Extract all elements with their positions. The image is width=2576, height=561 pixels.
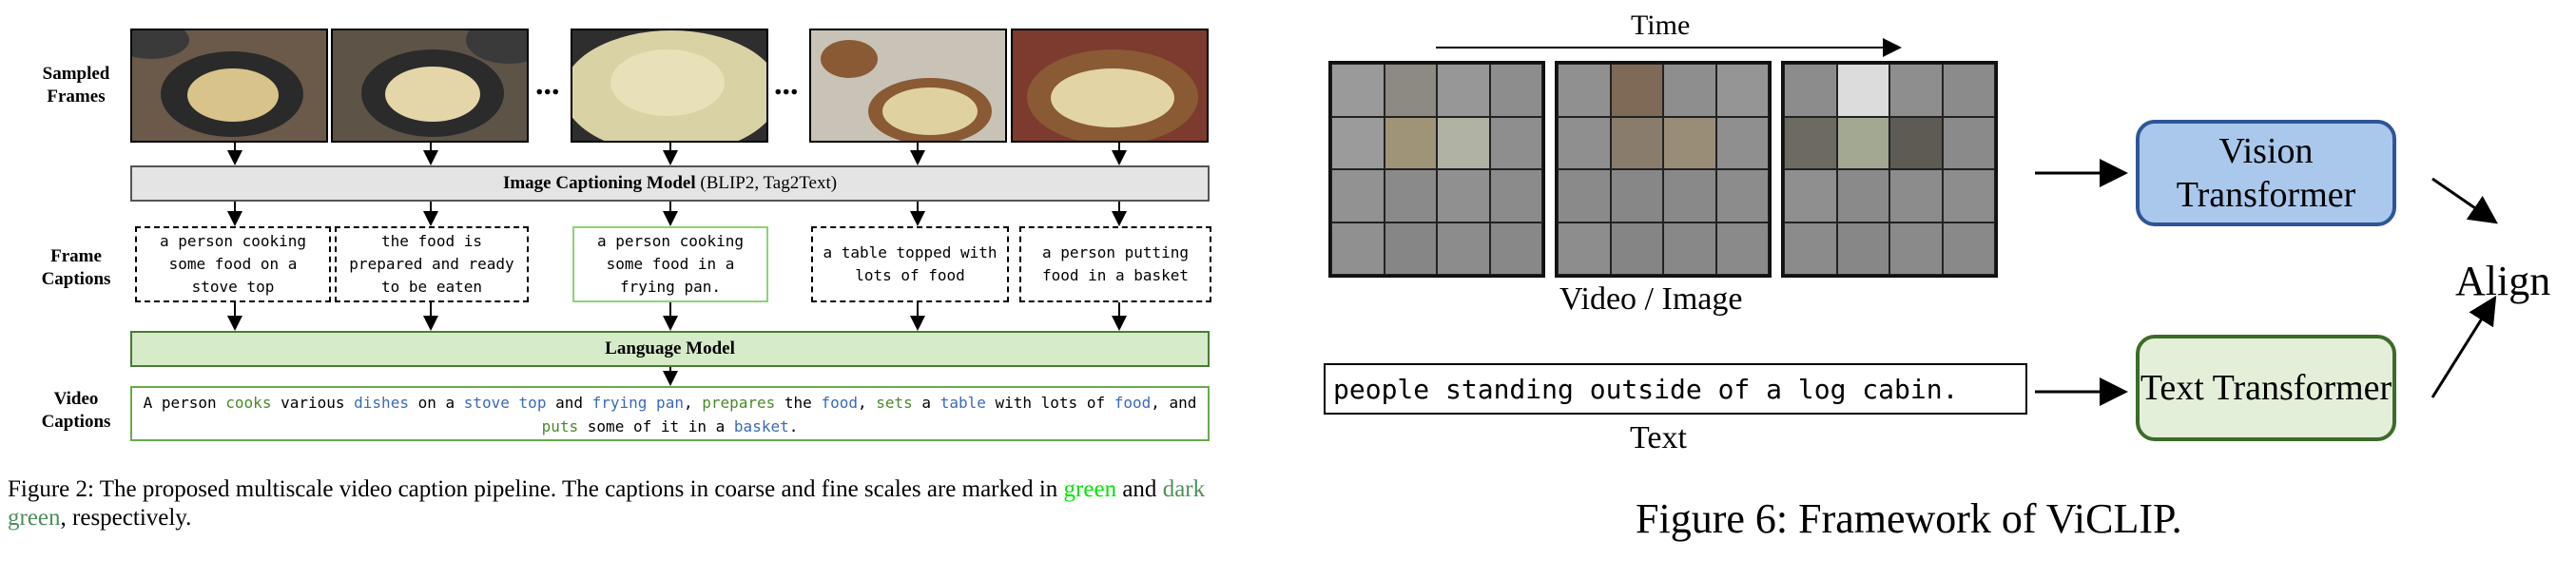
video-caption-segment: stove top <box>463 394 547 412</box>
video-caption-segment: puts <box>541 417 579 435</box>
video-caption-segment: food <box>821 394 858 412</box>
video-caption-segment: , <box>857 394 877 412</box>
sampled-frame-1 <box>130 29 328 143</box>
figure-2-caption: Figure 2: The proposed multiscale video … <box>8 475 1253 532</box>
figure-2-caption-green: green <box>1063 476 1117 502</box>
frames-ellipsis-1: ... <box>535 67 560 102</box>
frames-ellipsis-2: ... <box>774 67 799 102</box>
frame-captions-label: Frame Captions <box>41 246 111 289</box>
pipeline-arrows <box>227 143 1127 386</box>
video-caption-segment: some of it in a <box>578 417 734 435</box>
video-caption-segment: on a <box>408 394 464 412</box>
video-caption-segment: A person <box>143 394 226 412</box>
image-captioning-model-name: Image Captioning Model <box>502 173 696 193</box>
video-caption-segment: various <box>271 394 355 412</box>
video-caption-segment: , and <box>1151 394 1197 412</box>
text-transformer-box: Text Transformer <box>2136 335 2396 441</box>
image-captioning-model-detail: (BLIP2, Tag2Text) <box>700 173 838 193</box>
video-caption-segment: basket <box>733 417 789 435</box>
text-label: Text <box>1630 420 1687 455</box>
text-input-value: people standing outside of a log cabin. <box>1333 373 1959 405</box>
vision-transformer-label: Vision Transformer <box>2176 131 2356 215</box>
video-caption-segment: , <box>683 394 703 412</box>
sampled-frame-5 <box>1011 29 1209 143</box>
framework-arrows <box>2035 159 2498 406</box>
video-clip-1 <box>1328 61 1545 278</box>
video-caption-segment: a <box>912 394 940 412</box>
language-model-bar: Language Model <box>130 331 1210 367</box>
language-model-name: Language Model <box>605 339 735 358</box>
frame-caption-5: a person putting food in a basket <box>1019 226 1211 302</box>
video-caption-segment: food <box>1114 394 1152 412</box>
figure-2-caption-end: , respectively. <box>60 505 192 531</box>
video-captions-label: Video Captions <box>41 389 111 432</box>
time-arrow <box>1436 38 1902 57</box>
video-caption-segment: dishes <box>354 394 409 412</box>
video-caption-segment: prepares <box>702 394 776 412</box>
text-transformer-label: Text Transformer <box>2140 368 2392 408</box>
video-caption: A person cooks various dishes on a stove… <box>130 386 1210 441</box>
sampled-frame-2 <box>331 29 529 143</box>
video-clip-2 <box>1555 61 1772 278</box>
frame-caption-4: a table topped with lots of food <box>811 226 1009 302</box>
frame-caption-3: a person cooking some food in a frying p… <box>572 226 768 302</box>
video-caption-segment: table <box>939 394 986 412</box>
time-label: Time <box>1631 10 1691 41</box>
sampled-frames-label: Sampled Frames <box>42 64 110 106</box>
video-caption-segment: . <box>788 417 799 435</box>
video-caption-segment: with lots of <box>985 394 1114 412</box>
video-caption-segment: the <box>775 394 822 412</box>
sampled-frame-4 <box>809 29 1007 143</box>
frame-caption-1: a person cooking some food on a stove to… <box>135 226 331 302</box>
figure-6-caption: Figure 6: Framework of ViCLIP. <box>1636 495 2182 542</box>
image-captioning-model-bar: Image Captioning Model (BLIP2, Tag2Text) <box>130 165 1210 202</box>
video-image-label: Video / Image <box>1559 281 1743 317</box>
text-input-box: people standing outside of a log cabin. <box>1324 363 2027 415</box>
frame-caption-2: the food is prepared and ready to be eat… <box>335 226 529 302</box>
figure-2-caption-dark-green: dark green <box>8 476 1206 531</box>
sampled-frame-3 <box>571 29 768 143</box>
video-caption-segment: cooks <box>225 394 272 412</box>
video-caption-segment: and <box>546 394 592 412</box>
video-clip-3 <box>1781 61 1998 278</box>
video-caption-segment: frying pan <box>591 394 684 412</box>
vision-transformer-box: Vision Transformer <box>2136 120 2396 226</box>
figure-2-caption-and: and <box>1116 476 1163 502</box>
video-caption-segment: sets <box>876 394 913 412</box>
figure-2-caption-text: Figure 2: The proposed multiscale video … <box>8 476 1064 502</box>
